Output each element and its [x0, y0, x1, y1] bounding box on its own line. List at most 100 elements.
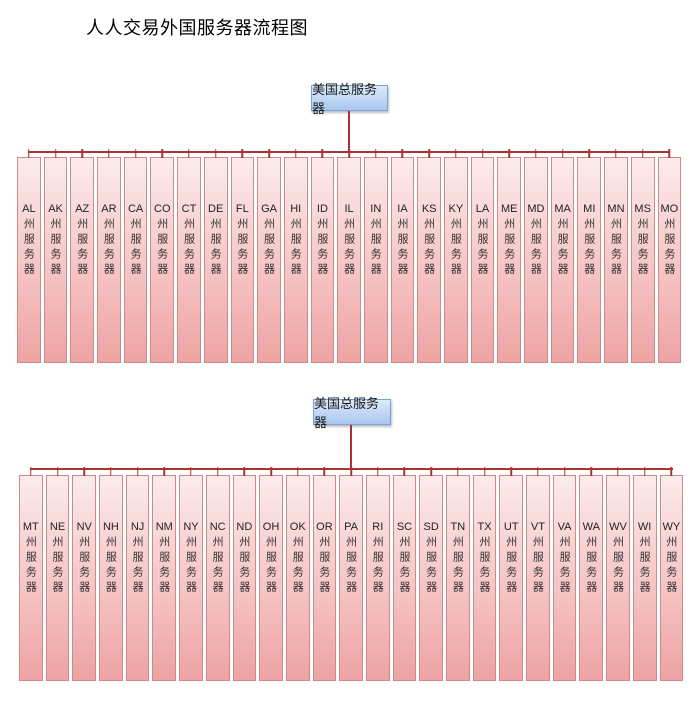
state-server-label: 州服务器: [451, 536, 465, 596]
state-server-label: 州服务器: [531, 536, 545, 596]
state-code: NV: [76, 521, 92, 533]
state-server-label: 州服务器: [291, 536, 305, 596]
state-server-label: 州服务器: [157, 536, 171, 596]
root-connector-2: [350, 425, 352, 469]
state-server-label: 州服务器: [75, 218, 89, 278]
state-server-label: 州服务器: [262, 218, 276, 278]
state-code: DE: [208, 203, 224, 215]
state-server-label: 州服务器: [582, 218, 596, 278]
state-code: OH: [262, 521, 280, 533]
state-code: GA: [261, 203, 277, 215]
state-code: NY: [183, 521, 199, 533]
state-code: AZ: [75, 203, 90, 215]
state-code: AR: [101, 203, 117, 215]
state-server-label: 州服务器: [371, 536, 385, 596]
state-code: CA: [127, 203, 144, 215]
state-code: MD: [527, 203, 545, 215]
state-server-label: 州服务器: [395, 218, 409, 278]
state-server-label: 州服务器: [77, 536, 91, 596]
state-server-label: 州服务器: [49, 218, 63, 278]
state-server-node-sc: SC 州服务器: [392, 475, 417, 681]
state-code: MA: [554, 203, 571, 215]
state-code: KY: [448, 203, 464, 215]
state-server-node-ok: OK 州服务器: [285, 475, 310, 681]
state-server-node-hi: HI 州服务器: [283, 157, 308, 363]
state-server-label: 州服务器: [289, 218, 303, 278]
state-code: OK: [289, 521, 306, 533]
state-code: NM: [155, 521, 173, 533]
state-server-label: 州服务器: [264, 536, 278, 596]
state-code: WA: [582, 521, 600, 533]
state-server-label: 州服务器: [211, 536, 225, 596]
state-server-node-ut: UT 州服务器: [499, 475, 524, 681]
state-server-label: 州服务器: [102, 218, 116, 278]
state-code: LA: [475, 203, 490, 215]
state-server-label: 州服务器: [155, 218, 169, 278]
state-code: VT: [530, 521, 545, 533]
state-code: NC: [209, 521, 226, 533]
state-server-label: 州服务器: [237, 536, 251, 596]
state-server-label: 州服务器: [664, 536, 678, 596]
state-server-label: 州服务器: [449, 218, 463, 278]
state-server-label: 州服务器: [662, 218, 676, 278]
state-server-label: 州服务器: [51, 536, 65, 596]
state-code: VA: [557, 521, 572, 533]
state-server-label: 州服务器: [636, 218, 650, 278]
state-server-label: 州服务器: [422, 218, 436, 278]
state-code: HI: [290, 203, 302, 215]
state-code: AK: [48, 203, 63, 215]
state-server-node-mi: MI 州服务器: [577, 157, 602, 363]
state-code: MI: [583, 203, 596, 215]
page-title: 人人交易外国服务器流程图: [86, 18, 308, 39]
state-code: ME: [500, 203, 518, 215]
state-server-node-ma: MA 州服务器: [550, 157, 575, 363]
state-server-label: 州服务器: [209, 218, 223, 278]
state-server-label: 州服务器: [182, 218, 196, 278]
state-server-node-oh: OH 州服务器: [259, 475, 283, 681]
state-code: KS: [421, 203, 437, 215]
state-code: IA: [397, 203, 408, 215]
state-code: ID: [316, 203, 328, 215]
root-node-us-total-server: 美国总服务器: [311, 83, 388, 117]
state-server-node-ky: KY 州服务器: [444, 157, 468, 363]
state-server-label: 州服务器: [24, 536, 38, 596]
state-server-label: 州服务器: [342, 218, 356, 278]
state-code: UT: [503, 521, 519, 533]
state-server-node-co: CO 州服务器: [150, 157, 175, 363]
state-code: SC: [396, 521, 413, 533]
state-code: CO: [154, 203, 171, 215]
state-server-label: 州服务器: [558, 536, 572, 596]
state-code: MS: [634, 203, 651, 215]
root-connector-1: [348, 111, 350, 152]
state-code: SD: [423, 521, 439, 533]
state-code: WV: [609, 521, 627, 533]
state-code: OR: [316, 521, 333, 533]
state-server-label: 州服务器: [611, 536, 625, 596]
state-server-label: 州服务器: [529, 218, 543, 278]
state-server-label: 州服务器: [478, 536, 492, 596]
state-server-node-ia: IA 州服务器: [390, 157, 415, 363]
state-server-label: 州服务器: [504, 536, 518, 596]
state-server-label: 州服务器: [584, 536, 598, 596]
state-server-label: 州服务器: [556, 218, 570, 278]
state-server-label: 州服务器: [22, 218, 36, 278]
state-server-label: 州服务器: [369, 218, 383, 278]
state-server-label: 州服务器: [397, 536, 411, 596]
state-server-label: 州服务器: [502, 218, 516, 278]
